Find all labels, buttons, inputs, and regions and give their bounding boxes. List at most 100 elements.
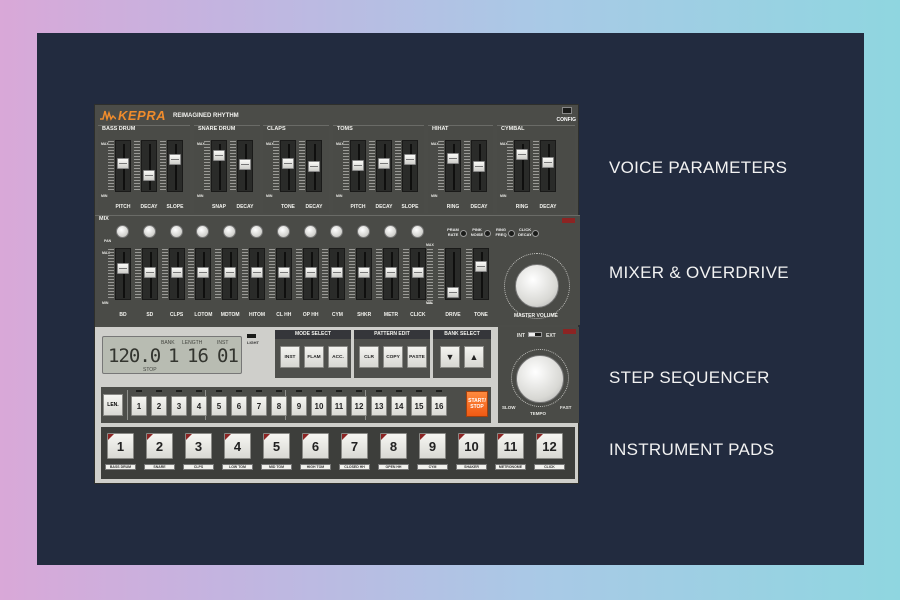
pan-knob-4[interactable] [223,225,237,238]
mix-fader-2-cap[interactable] [170,267,183,278]
voice-3-fader-2-cap[interactable] [404,154,416,165]
mix-fader-6-cap[interactable] [277,267,290,278]
pan-knob-11[interactable] [410,225,424,238]
copy-button[interactable]: COPY [383,346,403,368]
flam-button[interactable]: FLAM [304,346,324,368]
mix-fader-3[interactable] [195,248,212,300]
voice-4-fader-1-cap[interactable] [473,161,485,172]
step-button-15[interactable]: 15 [411,396,427,416]
voice-3-fader-0[interactable] [350,140,366,192]
paste-button[interactable]: PASTE [407,346,427,368]
pan-knob-3[interactable] [196,225,210,238]
mix-fader-11[interactable] [409,248,426,300]
mix-fader-4-cap[interactable] [224,267,237,278]
step-button-5[interactable]: 5 [211,396,227,416]
int-ext-switch[interactable] [528,332,542,337]
instrument-pad-10[interactable]: 10 [458,433,485,459]
voice-1-fader-0-cap[interactable] [213,150,225,161]
drive-fader-cap[interactable] [447,287,459,298]
step-button-16[interactable]: 16 [431,396,447,416]
step-button-1[interactable]: 1 [131,396,147,416]
mix-fader-1-cap[interactable] [143,267,156,278]
mix-fader-4[interactable] [222,248,239,300]
step-button-3[interactable]: 3 [171,396,187,416]
instrument-pad-9[interactable]: 9 [419,433,446,459]
mix-fader-0-cap[interactable] [117,263,129,274]
instrument-pad-11[interactable]: 11 [497,433,524,459]
mix-fader-11-cap[interactable] [411,267,424,278]
mix-fader-6[interactable] [275,248,292,300]
pan-knob-0[interactable] [116,225,129,238]
voice-1-fader-1[interactable] [237,140,253,192]
voice-4-fader-1[interactable] [471,140,487,192]
voice-4-fader-0-cap[interactable] [447,153,459,164]
instrument-pad-3[interactable]: 3 [185,433,212,459]
mix-fader-0[interactable] [115,248,131,300]
inst-button[interactable]: INST [280,346,300,368]
extra-knob-3[interactable] [532,230,539,237]
voice-0-fader-1-cap[interactable] [143,170,155,181]
mix-fader-5-cap[interactable] [251,267,263,278]
step-button-10[interactable]: 10 [311,396,327,416]
voice-5-fader-0[interactable] [514,140,530,192]
voice-1-fader-1-cap[interactable] [239,159,251,170]
pan-knob-9[interactable] [357,225,371,238]
tone-fader-cap[interactable] [475,261,487,272]
mix-fader-10-cap[interactable] [385,267,397,278]
mix-fader-7-cap[interactable] [304,267,317,278]
instrument-pad-2[interactable]: 2 [146,433,173,459]
voice-2-fader-1[interactable] [306,140,322,192]
step-button-8[interactable]: 8 [271,396,287,416]
pan-knob-8[interactable] [330,225,344,238]
bank-up-button[interactable]: ▲ [464,346,484,368]
instrument-pad-7[interactable]: 7 [341,433,368,459]
tone-fader[interactable] [473,248,489,300]
voice-0-fader-1[interactable] [141,140,157,192]
config-button[interactable] [562,107,572,114]
voice-3-fader-0-cap[interactable] [352,160,364,171]
mix-fader-5[interactable] [249,248,265,300]
instrument-pad-4[interactable]: 4 [224,433,251,459]
instrument-pad-1[interactable]: 1 [107,433,134,459]
voice-2-fader-0[interactable] [280,140,296,192]
voice-0-fader-0[interactable] [115,140,131,192]
voice-5-fader-1-cap[interactable] [542,157,554,168]
step-button-2[interactable]: 2 [151,396,167,416]
pan-knob-1[interactable] [142,225,156,238]
pan-knob-6[interactable] [276,225,290,238]
pan-knob-2[interactable] [169,225,183,238]
voice-5-fader-0-cap[interactable] [516,149,528,160]
step-button-4[interactable]: 4 [191,396,207,416]
step-button-13[interactable]: 13 [371,396,387,416]
mix-fader-2[interactable] [168,248,185,300]
drive-fader[interactable] [445,248,461,300]
voice-0-fader-2-cap[interactable] [169,154,181,165]
step-button-6[interactable]: 6 [231,396,247,416]
step-button-11[interactable]: 11 [331,396,347,416]
mix-fader-8-cap[interactable] [331,267,344,278]
mix-fader-9-cap[interactable] [358,267,371,278]
voice-5-fader-1[interactable] [540,140,556,192]
mix-fader-1[interactable] [141,248,158,300]
step-button-7[interactable]: 7 [251,396,267,416]
bank-down-button[interactable]: ▼ [440,346,460,368]
voice-3-fader-1[interactable] [376,140,392,192]
length-button[interactable]: LEN. [103,394,123,416]
mix-fader-10[interactable] [383,248,399,300]
tempo-knob[interactable] [516,355,564,403]
master-volume-knob[interactable] [515,264,559,308]
extra-knob-1[interactable] [484,230,491,237]
instrument-pad-5[interactable]: 5 [263,433,290,459]
voice-0-fader-2[interactable] [167,140,183,192]
acc-button[interactable]: ACC. [328,346,348,368]
mix-fader-8[interactable] [329,248,346,300]
mix-fader-9[interactable] [356,248,373,300]
pan-knob-7[interactable] [303,225,317,238]
mix-fader-7[interactable] [302,248,319,300]
voice-1-fader-0[interactable] [211,140,227,192]
clr-button[interactable]: CLR [359,346,379,368]
step-button-14[interactable]: 14 [391,396,407,416]
pan-knob-5[interactable] [250,225,263,238]
step-button-12[interactable]: 12 [351,396,367,416]
voice-0-fader-0-cap[interactable] [117,158,129,169]
